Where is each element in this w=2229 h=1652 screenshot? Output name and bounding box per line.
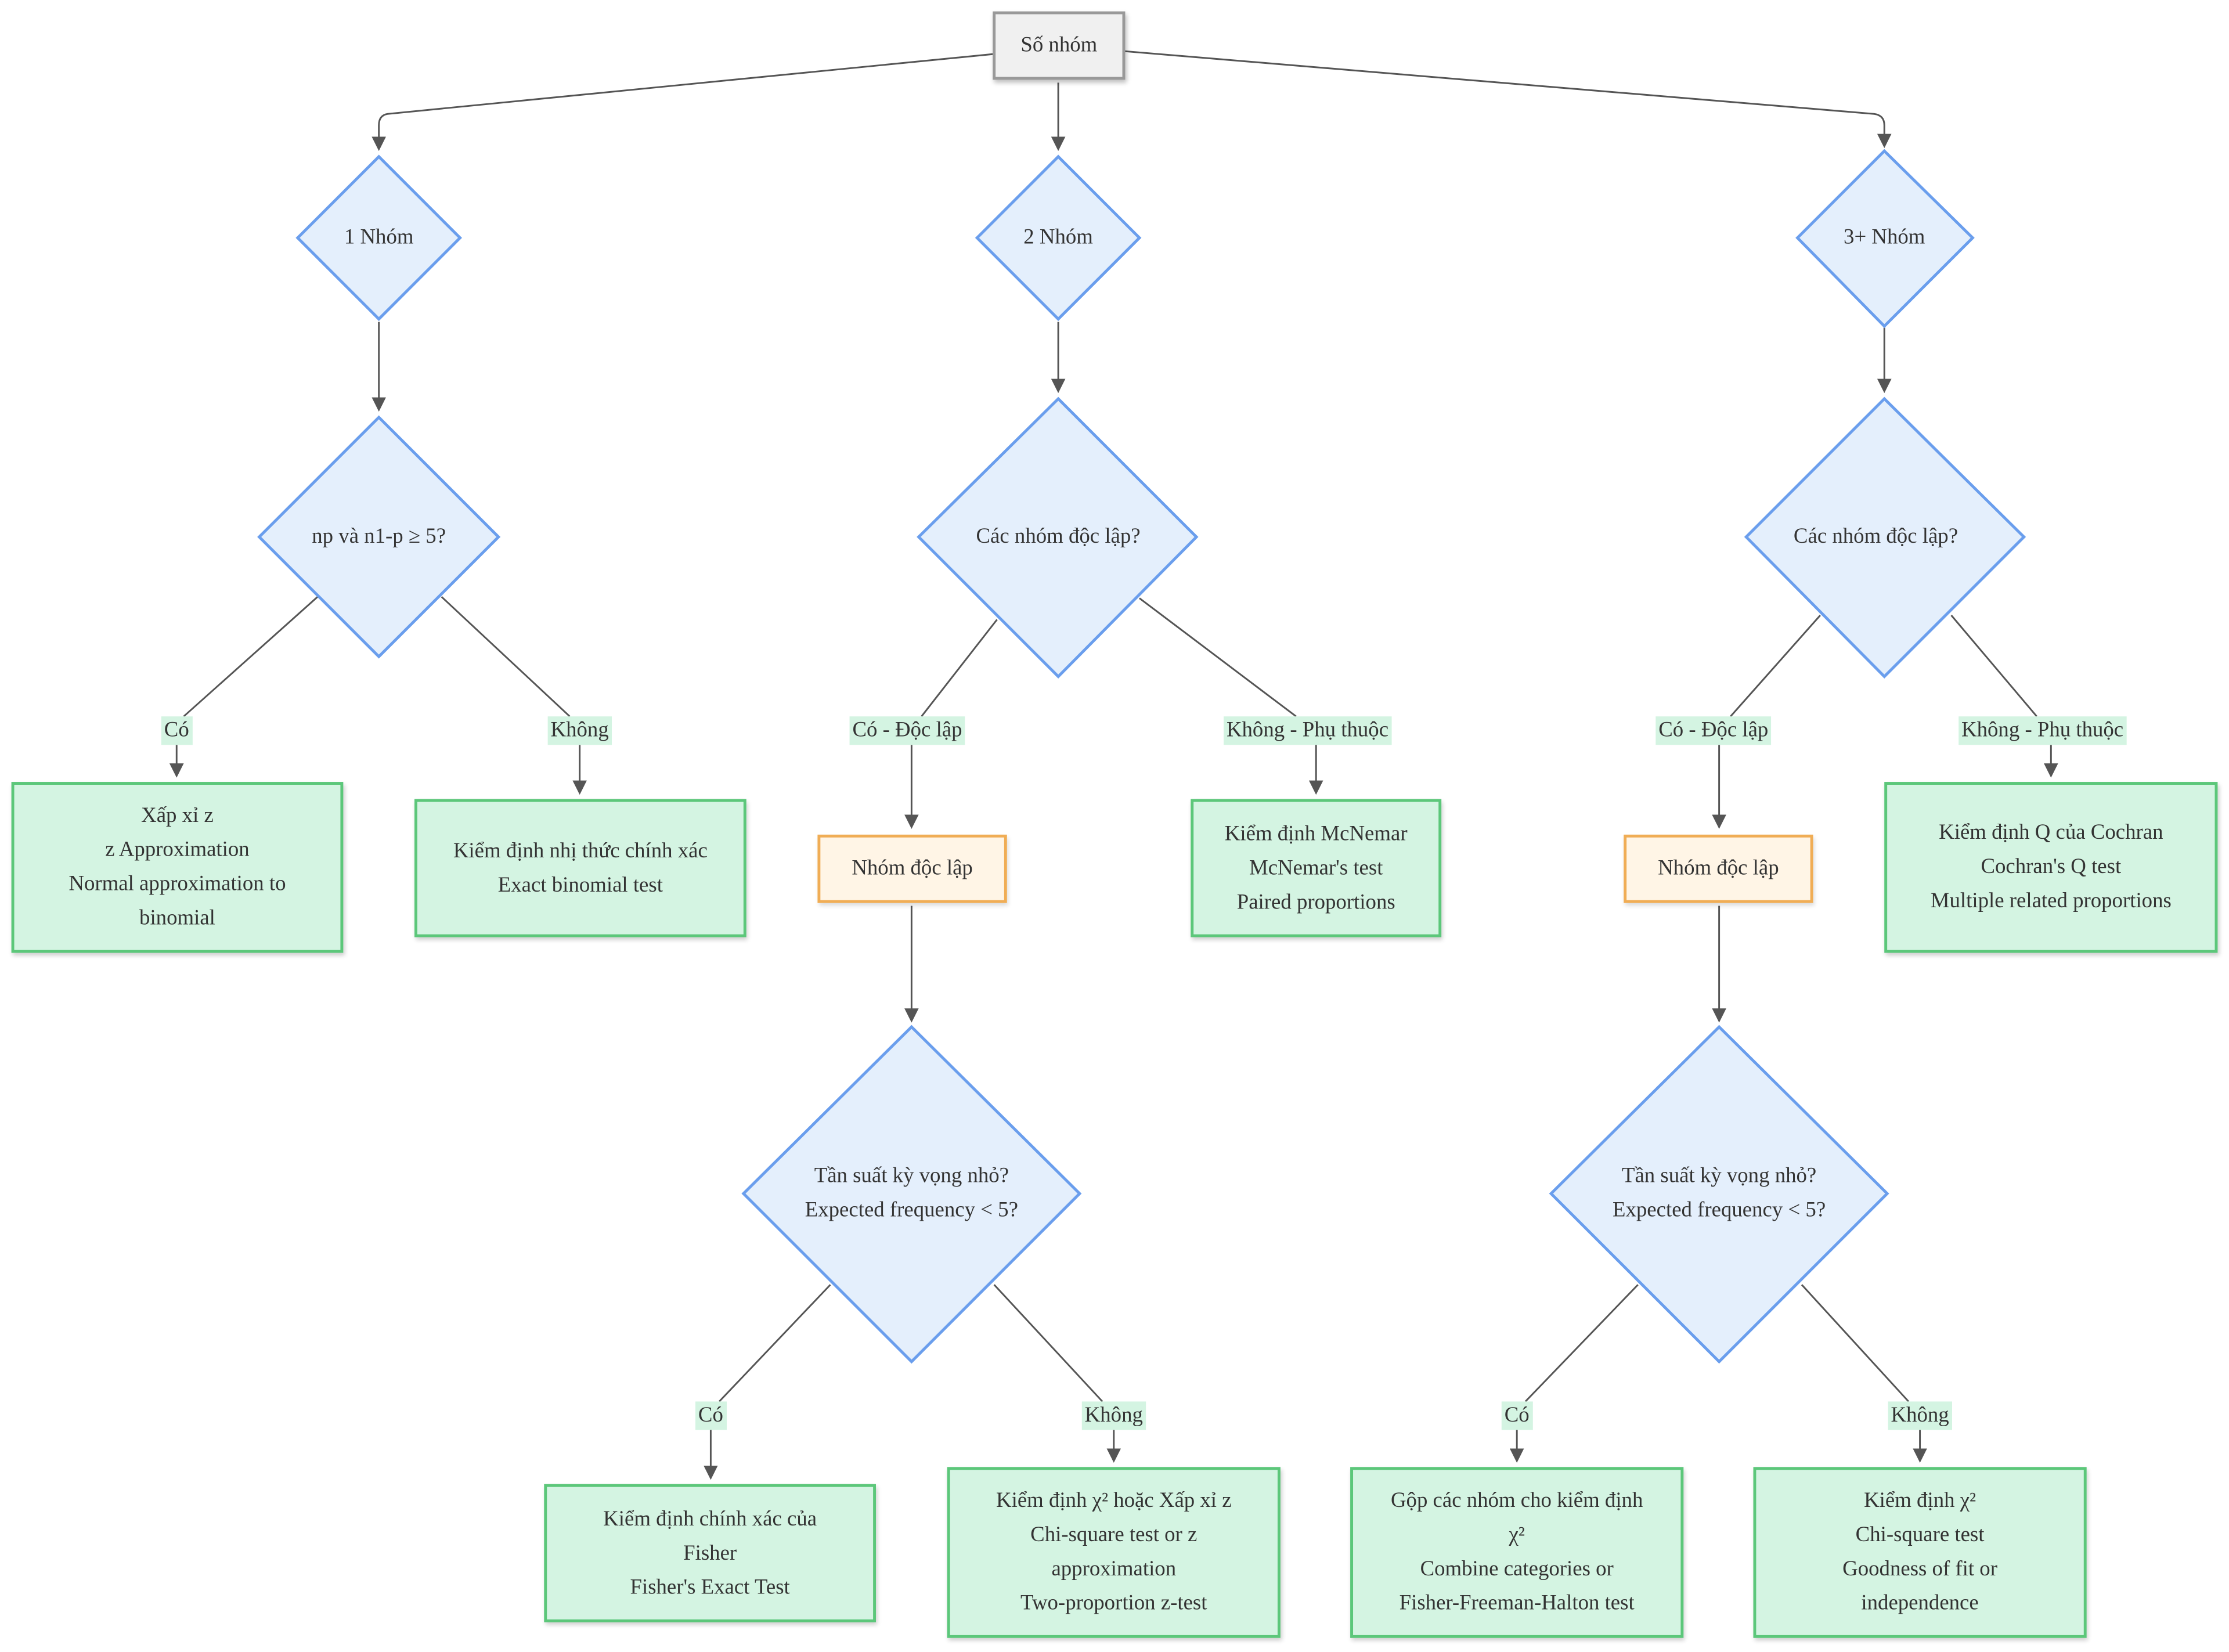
frequency-question-2-text: Tần suất kỳ vọng nhỏ? Expected frequency… (759, 1159, 1064, 1228)
diamond-1-nhom (295, 154, 463, 322)
edge-label-dependent: Không - Phụ thuộc (1224, 716, 1391, 745)
edge-label-no: Không (1888, 1401, 1952, 1430)
frequency-question-3-text: Tần suất kỳ vọng nhỏ? Expected frequency… (1567, 1159, 1871, 1228)
result-line: Chi-square test or z (1030, 1524, 1198, 1547)
diamond-independent-question-2 (917, 396, 1199, 679)
result-chi-square-or-z: Kiểm định χ² hoặc Xấp xỉ z Chi-square te… (947, 1467, 1281, 1638)
result-line: Kiểm định χ² (1864, 1489, 1976, 1513)
independent-groups-node: Nhóm độc lập (817, 834, 1007, 903)
edge-freq2-to-yes-label (719, 1284, 831, 1402)
result-line: Kiểm định χ² hoặc Xấp xỉ z (996, 1489, 1232, 1513)
edge-label-no: Không (1081, 1401, 1146, 1430)
edge-label-yes: Có (161, 716, 192, 745)
independent-question-3-text: Các nhóm độc lập? (1748, 520, 2004, 554)
edge-freq3-to-yes-label (1524, 1284, 1639, 1402)
result-line: Fisher's Exact Test (630, 1576, 790, 1599)
edge-label-independent: Có - Độc lập (1655, 716, 1772, 745)
diamond-2-nhom (975, 154, 1142, 322)
edge-freq3-to-no-label (1801, 1284, 1910, 1402)
result-line: Xấp xỉ z (141, 805, 214, 828)
result-line: Two-proportion z-test (1020, 1592, 1207, 1615)
group-3-label: 3+ Nhóm (1844, 226, 1925, 250)
independent-question-2-text: Các nhóm độc lập? (930, 520, 1186, 554)
diamond-2-nhom-text: 2 Nhóm (973, 221, 1144, 255)
diamond-1-nhom-text: 1 Nhóm (293, 221, 464, 255)
independent-question-3-label: Các nhóm độc lập? (1793, 525, 1959, 549)
diamond-frequency-question-3 (1549, 1025, 1889, 1364)
edge-q2-to-indep-label (921, 619, 998, 717)
result-line: Fisher (683, 1542, 737, 1565)
result-line: Chi-square test (1855, 1524, 1985, 1547)
diamond-3-nhom (1795, 149, 1975, 329)
root-node: Số nhóm (993, 11, 1126, 80)
result-line: Normal approximation to (68, 873, 286, 896)
edge-q1-to-yes-label (183, 596, 319, 717)
independent-groups-node: Nhóm độc lập (1624, 834, 1813, 903)
result-line: Combine categories or (1420, 1558, 1614, 1581)
edge-q2-to-dep-label (1139, 597, 1297, 717)
edge-label-dependent: Không - Phụ thuộc (1959, 716, 2127, 745)
result-exact-binomial: Kiểm định nhị thức chính xác Exact binom… (414, 799, 746, 937)
edge-q3-to-dep-label (1950, 615, 2037, 717)
diamond-independent-question-3 (1744, 396, 2026, 679)
group-2-label: 2 Nhóm (1023, 226, 1093, 250)
edge-root-to-3-nhom (1125, 50, 1892, 149)
result-line: Kiểm định Q của Cochran (1939, 821, 2163, 845)
np-question-text: np và n1-p ≥ 5? (265, 520, 493, 554)
result-mcnemar: Kiểm định McNemar McNemar's test Paired … (1191, 799, 1442, 937)
result-line: McNemar's test (1249, 856, 1383, 880)
result-line: Kiểm định nhị thức chính xác (453, 839, 708, 863)
result-line: Multiple related proportions (1930, 890, 2172, 913)
np-question-label: np và n1-p ≥ 5? (312, 525, 446, 549)
result-z-approximation: Xấp xỉ z z Approximation Normal approxim… (11, 782, 344, 953)
result-line: Fisher-Freeman-Halton test (1399, 1592, 1635, 1615)
frequency-question-2-line: Expected frequency < 5? (805, 1199, 1018, 1222)
result-line: approximation (1051, 1558, 1177, 1581)
result-chi-square: Kiểm định χ² Chi-square test Goodness of… (1753, 1467, 2087, 1638)
result-line: z Approximation (105, 839, 250, 862)
frequency-question-3-line: Expected frequency < 5? (1613, 1199, 1826, 1222)
edge-label-yes: Có (1501, 1401, 1532, 1430)
result-line: Cochran's Q test (1981, 856, 2122, 879)
group-1-label: 1 Nhóm (344, 226, 414, 250)
diamond-np-question (257, 415, 501, 659)
frequency-question-2-line: Tần suất kỳ vọng nhỏ? (814, 1165, 1009, 1188)
independent-question-2-label: Các nhóm độc lập? (976, 525, 1141, 549)
independent-groups-label: Nhóm độc lập (1658, 857, 1779, 881)
independent-groups-label: Nhóm độc lập (852, 857, 973, 881)
diamond-3-nhom-text: 3+ Nhóm (1799, 221, 1970, 255)
edge-q1-to-no-label (441, 596, 571, 717)
edge-label-no: Không (547, 716, 612, 745)
edge-label-yes: Có (695, 1401, 726, 1430)
result-line: Kiểm định chính xác của (603, 1507, 817, 1531)
result-line: Exact binomial test (497, 874, 663, 897)
result-line: Kiểm định McNemar (1224, 823, 1408, 846)
root-label: Số nhóm (1020, 34, 1098, 57)
result-line: Gộp các nhóm cho kiểm định (1390, 1489, 1643, 1513)
result-line: binomial (139, 907, 215, 930)
result-line: Paired proportions (1236, 890, 1395, 914)
result-line: independence (1861, 1592, 1979, 1615)
edge-freq2-to-no-label (993, 1284, 1103, 1402)
edge-q3-to-indep-label (1730, 615, 1821, 717)
edge-root-to-1-nhom (372, 53, 993, 152)
result-fisher-exact: Kiểm định chính xác của Fisher Fisher's … (544, 1484, 877, 1622)
result-combine-categories: Gộp các nhóm cho kiểm định χ² Combine ca… (1350, 1467, 1684, 1638)
result-line: χ² (1509, 1524, 1525, 1547)
result-line: Goodness of fit or (1842, 1558, 1998, 1581)
edge-label-independent: Có - Độc lập (849, 716, 965, 745)
diamond-frequency-question-2 (741, 1025, 1082, 1364)
result-cochran-q: Kiểm định Q của Cochran Cochran's Q test… (1884, 782, 2218, 953)
frequency-question-3-line: Tần suất kỳ vọng nhỏ? (1621, 1165, 1817, 1188)
